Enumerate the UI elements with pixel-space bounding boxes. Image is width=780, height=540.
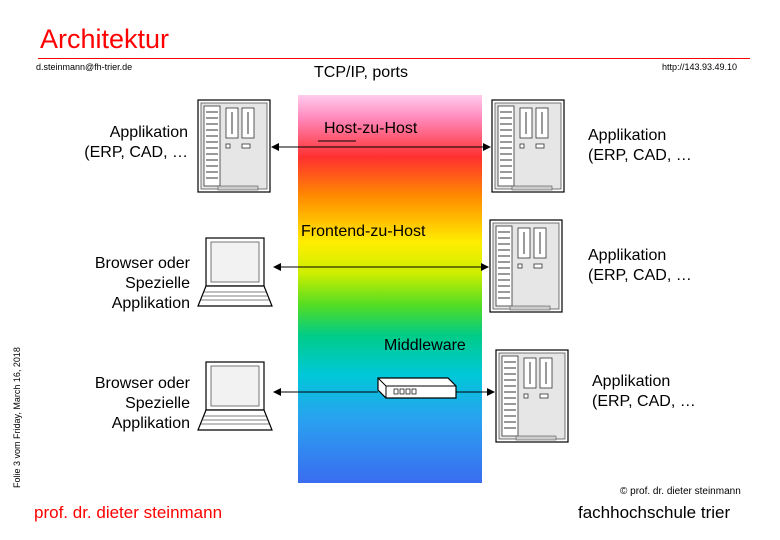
- browser-1-line-3: Applikation: [111, 295, 190, 312]
- browser-2-line-2: Spezielle: [125, 395, 190, 412]
- frontend-to-host-label: Frontend-zu-Host: [301, 223, 426, 240]
- slide-info: Folie 3 vom Friday, March 16, 2018: [12, 347, 22, 488]
- server-url: http://143.93.49.10: [662, 62, 738, 72]
- laptop-1-icon: [197, 237, 273, 307]
- protocol-label: TCP/IP, ports: [314, 64, 408, 81]
- right-server-2-icon: [489, 219, 563, 313]
- right-app-2-label: Applikation (ERP, CAD, …: [588, 246, 692, 286]
- footer-author: prof. dr. dieter steinmann: [34, 503, 223, 522]
- laptop-2-icon: [197, 361, 273, 431]
- copyright-notice: © prof. dr. dieter steinmann: [620, 486, 741, 497]
- left-app-line-2: (ERP, CAD, …: [84, 144, 188, 161]
- right-server-3-icon: [495, 349, 569, 443]
- left-app-label: Applikation (ERP, CAD, …: [30, 123, 188, 163]
- right-app-1-line-1: Applikation: [588, 127, 667, 144]
- right-app-2-line-2: (ERP, CAD, …: [588, 267, 692, 284]
- browser-2-label: Browser oder Spezielle Applikation: [30, 374, 190, 434]
- browser-1-line-1: Browser oder: [94, 255, 190, 272]
- browser-1-line-2: Spezielle: [125, 275, 190, 292]
- left-app-line-1: Applikation: [109, 124, 188, 141]
- left-server-icon: [197, 99, 271, 193]
- right-app-3-line-1: Applikation: [592, 373, 671, 390]
- browser-2-line-1: Browser oder: [94, 375, 190, 392]
- right-app-3-label: Applikation (ERP, CAD, …: [592, 372, 696, 412]
- browser-2-line-3: Applikation: [111, 415, 190, 432]
- host-to-host-label: Host-zu-Host: [324, 120, 418, 137]
- right-app-1-label: Applikation (ERP, CAD, …: [588, 126, 692, 166]
- browser-1-label: Browser oder Spezielle Applikation: [30, 254, 190, 314]
- author-email: d.steinmann@fh-trier.de: [36, 62, 133, 72]
- right-server-1-icon: [491, 99, 565, 193]
- middleware-device-icon: [377, 377, 457, 399]
- middleware-label: Middleware: [384, 337, 466, 354]
- footer-institution: fachhochschule trier: [578, 503, 731, 522]
- page-title: Architektur: [40, 24, 170, 54]
- communication-layer-band: [298, 95, 482, 483]
- right-app-2-line-1: Applikation: [588, 247, 667, 264]
- right-app-3-line-2: (ERP, CAD, …: [592, 393, 696, 410]
- right-app-1-line-2: (ERP, CAD, …: [588, 147, 692, 164]
- title-divider: [38, 58, 750, 59]
